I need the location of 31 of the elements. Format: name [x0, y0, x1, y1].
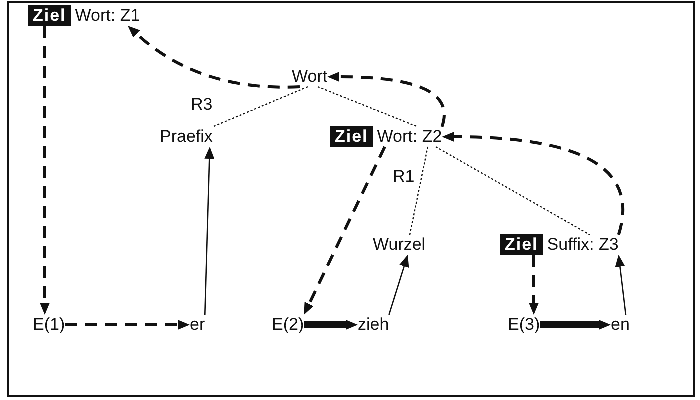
arrow [388, 255, 410, 316]
node-label: zieh [358, 315, 390, 335]
arrow [65, 320, 190, 330]
node-label: en [611, 315, 630, 335]
node-label: Wurzel [373, 235, 426, 255]
arrow [529, 255, 539, 315]
arrow [442, 132, 624, 236]
node-label: Praefix [160, 127, 213, 147]
connector-line [318, 86, 418, 128]
node-label: E(1) [33, 315, 66, 335]
arrow [304, 146, 386, 315]
node-label: Wort: Z2 [377, 127, 442, 146]
tag-label: Ziel [330, 126, 374, 147]
node-label: E(2) [272, 315, 304, 335]
connector-line [436, 146, 590, 236]
arrow [128, 26, 300, 89]
arrow [304, 320, 358, 330]
tag-label: Ziel [28, 5, 72, 26]
arrow [328, 72, 446, 128]
node-label: er [190, 315, 206, 335]
node-label: Suffix: Z3 [547, 235, 619, 254]
node-label: E(3) [508, 315, 540, 335]
arrow [540, 320, 611, 330]
tag-label: Ziel [500, 234, 544, 255]
node-label: Wort: Z1 [75, 6, 140, 25]
connector-line [409, 146, 429, 236]
arrow [40, 26, 50, 315]
arrow [204, 147, 215, 316]
node-label: Wort [292, 67, 328, 87]
arrow [615, 255, 627, 316]
connector-line [212, 86, 308, 128]
